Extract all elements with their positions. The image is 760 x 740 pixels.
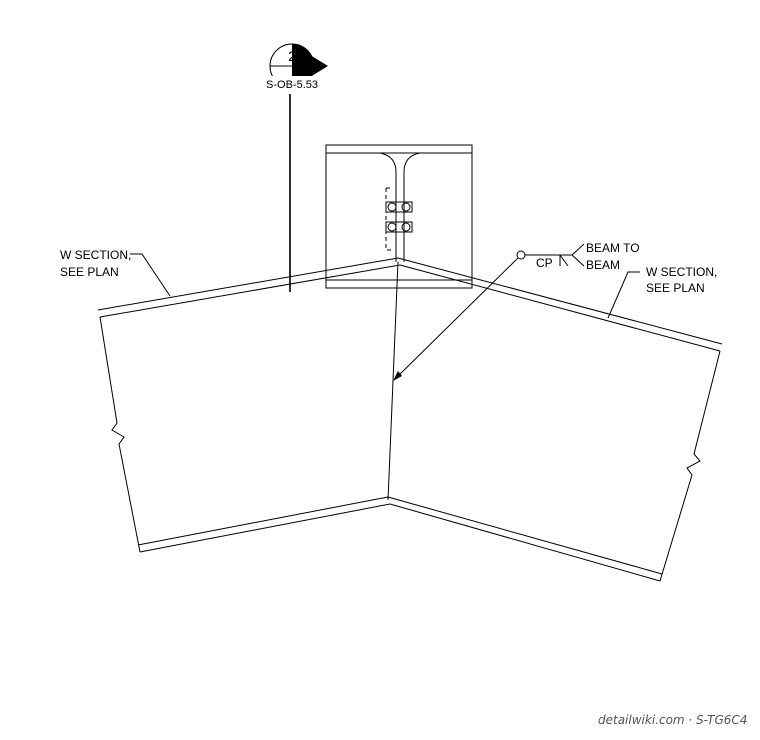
right-w-beam [387, 257, 723, 582]
weld-symbol: CP BEAM TO BEAM [393, 241, 640, 381]
weld-all-around-icon [516, 250, 526, 260]
left-leader [130, 253, 171, 297]
callout-sheet-ref: S-OB-5.53 [266, 79, 318, 91]
left-beam-label: W SECTION, SEE PLAN [60, 248, 171, 297]
weld-arrow-leader [395, 257, 519, 379]
right-leader [607, 271, 640, 319]
right-beam-label: W SECTION, SEE PLAN [607, 265, 717, 319]
svg-text:W SECTION,: W SECTION, [60, 248, 131, 262]
weld-arrowhead-icon [393, 371, 402, 381]
weld-note-line1: BEAM TO [586, 241, 640, 255]
weld-tail-icon [571, 243, 585, 267]
svg-text:W SECTION,: W SECTION, [646, 265, 717, 279]
svg-text:SEE PLAN: SEE PLAN [646, 281, 705, 295]
weld-note-line2: BEAM [586, 258, 620, 272]
callout-ref-bg [262, 76, 324, 92]
shear-tab [385, 187, 392, 251]
left-w-beam [97, 257, 401, 553]
left-break-line [99, 316, 141, 553]
right-break-line [659, 350, 721, 582]
callout-number: 2 [288, 48, 296, 64]
bolt-upper [385, 201, 413, 213]
weld-bevel-icon [559, 254, 569, 267]
section-callout[interactable]: 2 S-OB-5.53 [262, 43, 328, 292]
svg-text:SEE PLAN: SEE PLAN [60, 265, 119, 279]
column-web-right [403, 152, 421, 262]
connection-plate [325, 144, 473, 289]
column-web-left [379, 152, 397, 262]
column-outline [325, 144, 473, 289]
bolt-lower [385, 221, 413, 233]
weld-type: CP [536, 256, 553, 270]
watermark: detailwiki.com · S-TG6C4 [598, 713, 747, 727]
